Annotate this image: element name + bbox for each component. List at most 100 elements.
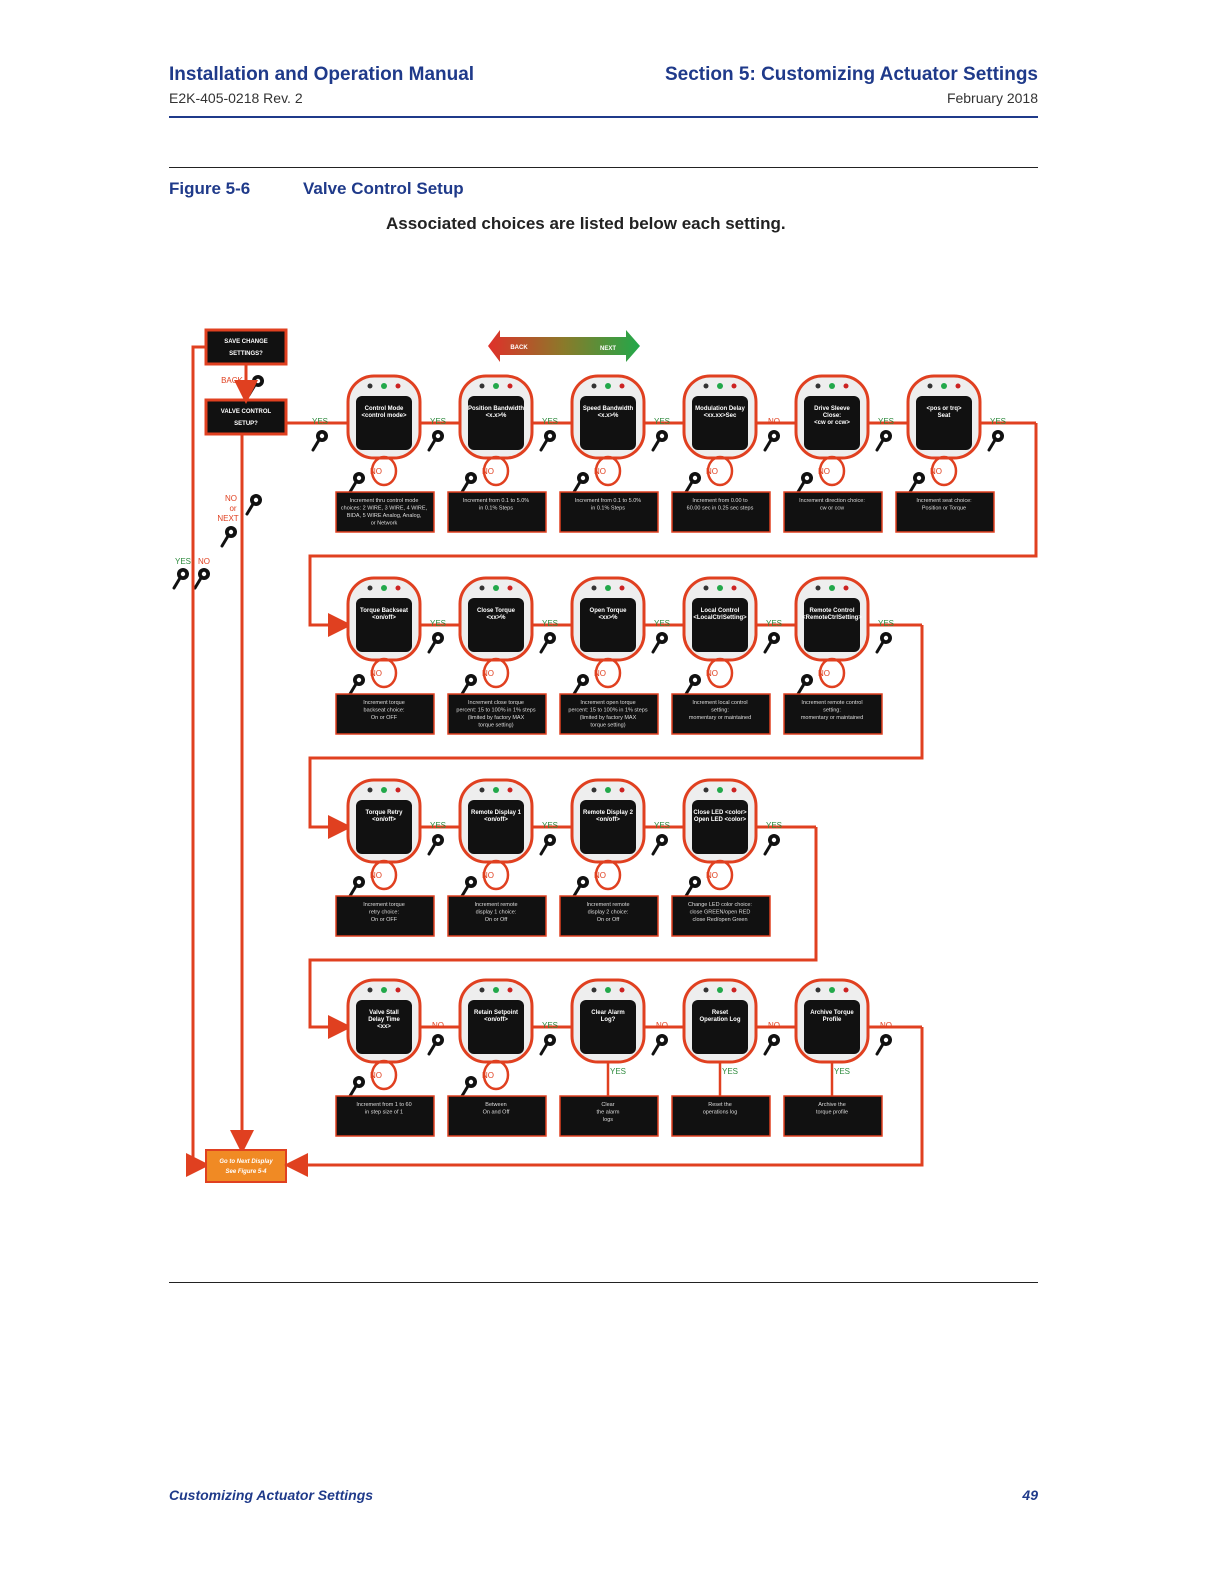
no-label: NO [370,1071,382,1080]
figure-title: Valve Control Setup [303,179,464,198]
figure-subtitle: Associated choices are listed below each… [386,214,786,233]
status-led [829,987,835,993]
status-led [507,383,513,389]
goto-label: Go to Next Display [219,1159,273,1165]
key-icon [311,430,328,452]
choice-text: setting: [711,708,729,714]
nav-next-label: NEXT [600,346,616,352]
key-icon [763,1034,780,1056]
choice-text: Between [485,1102,506,1108]
choice-text: On or Off [485,917,508,923]
no-loop [482,1059,510,1091]
screen-text: Close Torque [477,608,516,614]
choice-text: Increment thru control mode [350,498,419,504]
side-no-label-2: NO [198,557,210,566]
screen-text: <on/off> [372,615,396,621]
yes-label: YES [722,1067,738,1076]
screen-text: <pos or trq> [926,406,962,412]
status-led [605,987,611,993]
choice-box [671,491,771,533]
key-icon [796,472,813,494]
key-icon [427,632,444,654]
screen-text: Position Bandwidth [468,406,524,412]
setting-node: Remote Control<RemoteCtrlSetting>NOIncre… [783,576,894,735]
no-label: NO [370,871,382,880]
key-icon [875,430,892,452]
status-led [479,987,485,993]
device-screen [692,396,748,450]
screen-text: <on/off> [596,817,620,823]
device-screen [468,1000,524,1054]
no-label: NO [706,467,718,476]
screen-text: Open LED <color> [694,817,747,823]
status-led [367,383,373,389]
yes-label: YES [766,619,782,628]
key-icon [539,1034,556,1056]
screen-text: Close: [823,413,841,419]
status-led [381,585,387,591]
choice-text: (limited by factory MAX [468,715,525,721]
yes-label: YES [878,417,894,426]
choice-box [447,491,547,533]
status-led [717,383,723,389]
choice-text: momentary or maintained [689,715,751,721]
status-led [395,987,401,993]
choice-text: cw or ccw [820,506,844,512]
screen-text: Drive Sleeve [814,406,850,412]
screen-text: <x.x>% [598,413,619,419]
save-return-line [186,345,210,1177]
screen-text: <on/off> [372,817,396,823]
no-loop [930,455,958,487]
screen-text: <x.x>% [486,413,507,419]
status-led [815,987,821,993]
device-screen [692,598,748,652]
key-icon [684,876,701,898]
figure-bottom-rule [169,1282,1038,1283]
choice-text: torque setting) [478,723,513,729]
status-led [507,787,513,793]
status-led [479,383,485,389]
screen-text: Local Control [701,608,740,614]
status-led [479,787,485,793]
no-loop [818,455,846,487]
no-label: NO [706,669,718,678]
key-icon [572,876,589,898]
screen-text: Operation Log [700,1017,741,1023]
choice-text: backseat choice: [364,708,405,714]
no-label: NO [594,467,606,476]
choice-box [335,693,435,735]
status-led [843,383,849,389]
key-icon [651,632,668,654]
status-led [381,787,387,793]
status-led [493,987,499,993]
choice-text: operations log [703,1110,738,1116]
key-icon [460,1076,477,1098]
save-change-label: SETTINGS? [229,351,263,357]
key-icon [348,674,365,696]
no-loop [706,859,734,891]
screen-text: <on/off> [484,1017,508,1023]
side-next-label: NEXT [217,514,238,523]
screen-text: <control mode> [361,413,407,419]
status-led [955,383,961,389]
status-led [605,383,611,389]
screen-text: <xx>% [486,615,506,621]
document-number: E2K-405-0218 Rev. 2 [169,90,303,106]
no-label: NO [818,669,830,678]
choice-box [447,693,547,735]
device-screen [580,598,636,652]
key-icon [763,430,780,452]
key-icon [348,472,365,494]
manual-title: Installation and Operation Manual [169,64,475,85]
screen-text: <RemoteCtrlSetting> [802,615,862,621]
choice-text: display 2 choice: [588,910,629,916]
key-icon [172,568,189,590]
choice-text: percent: 15 to 100% in 1% steps [456,708,535,714]
status-led [493,383,499,389]
key-icon [987,430,1004,452]
